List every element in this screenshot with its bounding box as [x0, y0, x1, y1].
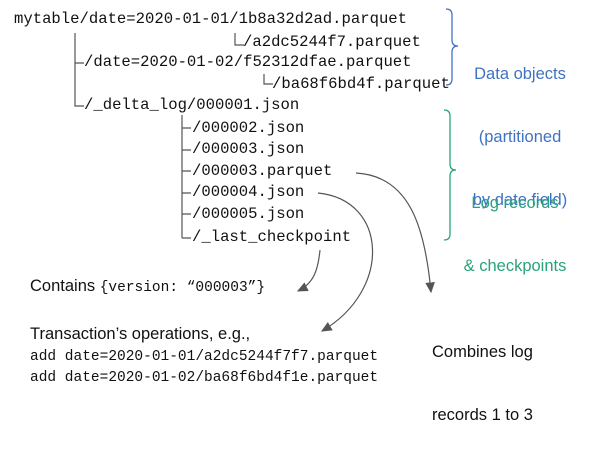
combines-line-1: Combines log: [432, 343, 533, 361]
data-objects-line-1: Data objects: [474, 65, 566, 83]
tree-log-3: /000003.json: [192, 140, 305, 158]
tree-connector-file2: [234, 33, 244, 46]
combines-annotation: Combines log records 1 to 3: [432, 300, 533, 468]
tree-checkpoint-3: /000003.parquet: [192, 162, 333, 180]
data-objects-line-2: (partitioned: [478, 128, 562, 146]
tree-connector-log-files: [181, 115, 191, 239]
log-records-brace: [443, 109, 457, 241]
tree-connector-file4: [263, 74, 273, 85]
tree-last-checkpoint: /_last_checkpoint: [192, 228, 352, 246]
tree-file-2: /a2dc5244f7.parquet: [243, 33, 421, 51]
transaction-title: Transaction’s operations, e.g.,: [30, 325, 251, 343]
tree-log-5: /000005.json: [192, 205, 305, 223]
tree-partition-2: /date=2020-01-02/f52312dfae.parquet: [84, 53, 412, 71]
diagram-connectors: [74, 8, 459, 332]
tree-log-4: /000004.json: [192, 183, 305, 201]
data-objects-line-3: by date field): [472, 191, 568, 209]
tree-log-2: /000002.json: [192, 119, 305, 137]
tree-connector-delta-log: [74, 63, 84, 107]
transaction-arrow: [317, 192, 374, 332]
data-objects-brace: [445, 8, 459, 86]
transaction-op-2: add date=2020-01-02/ba68f6bd4f1e.parquet: [30, 370, 379, 386]
tree-root-path: mytable/date=2020-01-01/1b8a32d2ad.parqu…: [14, 10, 408, 28]
tree-delta-log: /_delta_log/000001.json: [84, 96, 300, 114]
combines-line-2: records 1 to 3: [432, 406, 533, 424]
contains-annotation: Contains {version: “000003”}: [30, 276, 265, 299]
log-records-line-1: Log records: [471, 194, 559, 212]
tree-connector-partition2: [74, 33, 84, 64]
data-objects-label: Data objects (partitioned by date field): [460, 22, 580, 253]
delta-table-diagram: mytable/date=2020-01-01/1b8a32d2ad.parqu…: [14, 8, 580, 424]
tree-file-4: /ba68f6bd4f.parquet: [272, 75, 450, 93]
contains-prefix: Contains: [30, 277, 100, 295]
log-records-line-2: & checkpoints: [463, 257, 567, 275]
contains-version-code: {version: “000003”}: [99, 280, 266, 296]
log-records-label: Log records & checkpoints: [456, 151, 574, 319]
combines-arrow: [355, 172, 435, 294]
contains-arrow: [296, 249, 321, 292]
transaction-op-1: add date=2020-01-01/a2dc5244f7f7.parquet: [30, 349, 379, 365]
